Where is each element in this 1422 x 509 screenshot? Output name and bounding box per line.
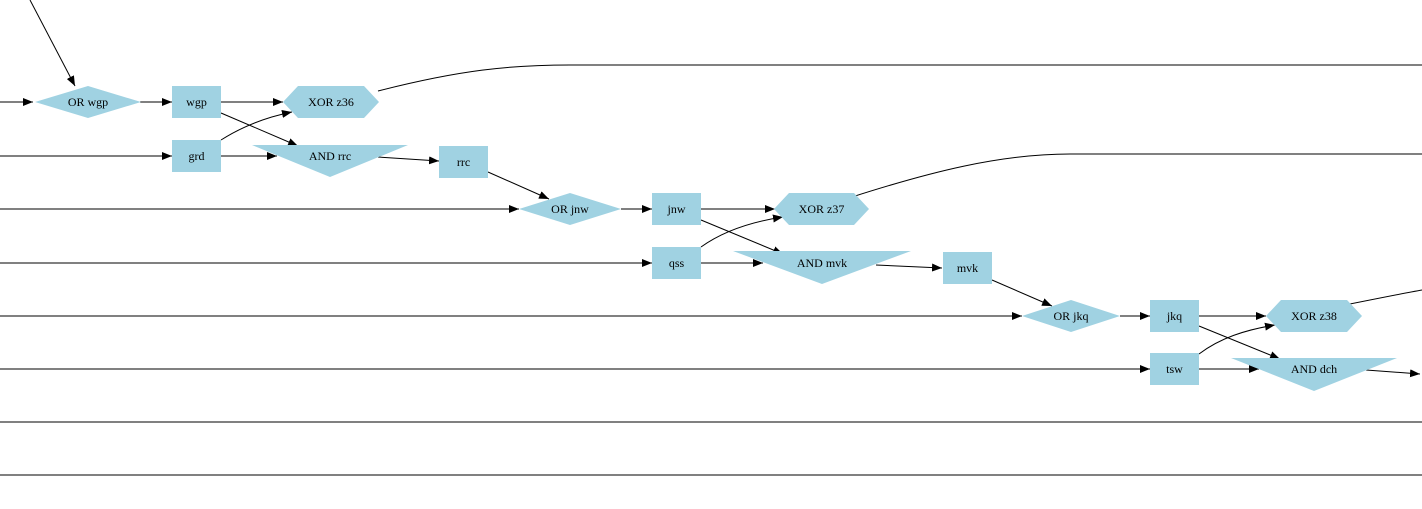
wire-qss[interactable]: qss (652, 247, 701, 279)
hexagon-shape (283, 86, 379, 118)
gate-label: AND mvk (797, 256, 847, 270)
edge-grd-xor-z36 (220, 110, 293, 141)
diamond-shape (35, 86, 141, 118)
gate-xor-z38[interactable]: XOR z38 (1266, 300, 1362, 332)
gate-label: XOR z37 (799, 202, 845, 216)
wire-label: grd (189, 149, 205, 163)
box-shape (172, 140, 221, 172)
inverted-triangle-shape (252, 145, 408, 177)
edge-layer (0, 0, 1422, 476)
wire-wgp[interactable]: wgp (172, 86, 221, 118)
gate-or-jkq[interactable]: OR jkq (1022, 300, 1120, 332)
wire-label: rrc (457, 155, 470, 169)
gate-and-dch[interactable]: AND dch (1231, 358, 1397, 391)
gate-label: XOR z38 (1291, 309, 1337, 323)
edge-jkq-and-dch (1198, 325, 1281, 360)
gate-xor-z37[interactable]: XOR z37 (774, 193, 869, 225)
edge-wgp-and-rrc (220, 112, 299, 147)
inverted-triangle-shape (733, 251, 911, 284)
inverted-triangle-shape (1231, 358, 1397, 391)
wire-label: jkq (1166, 309, 1182, 323)
edge-qss-xor-z37 (700, 214, 784, 248)
box-shape (652, 193, 701, 225)
wire-label: qss (669, 256, 685, 270)
edge-in-or-wgp-top (29, 0, 76, 87)
diamond-shape (1022, 300, 1120, 332)
wire-rrc[interactable]: rrc (439, 146, 488, 178)
edge-xor-z38-out (1344, 289, 1422, 306)
gate-or-jnw[interactable]: OR jnw (519, 193, 621, 225)
gate-or-wgp[interactable]: OR wgp (35, 86, 141, 118)
box-shape (943, 252, 992, 284)
wire-grd[interactable]: grd (172, 140, 221, 172)
box-shape (1150, 353, 1199, 385)
edge-rrc-or-jnw (487, 171, 550, 200)
wire-tsw[interactable]: tsw (1150, 353, 1199, 385)
edge-xor-z37-out (851, 153, 1422, 198)
hexagon-shape (1266, 300, 1362, 332)
wire-jnw[interactable]: jnw (652, 193, 701, 225)
edge-tsw-xor-z38 (1198, 322, 1276, 355)
box-shape (439, 146, 488, 178)
gate-label: OR wgp (68, 95, 108, 109)
wire-label: mvk (957, 261, 978, 275)
box-shape (652, 247, 701, 279)
edge-xor-z36-out (377, 64, 1422, 92)
gate-label: OR jkq (1053, 309, 1088, 323)
edge-jnw-and-mvk (700, 219, 784, 255)
gate-label: XOR z36 (308, 95, 354, 109)
wire-jkq[interactable]: jkq (1150, 300, 1199, 332)
wire-label: wgp (186, 95, 207, 109)
box-shape (1150, 300, 1199, 332)
gate-and-mvk[interactable]: AND mvk (733, 251, 911, 284)
gate-xor-z36[interactable]: XOR z36 (283, 86, 379, 118)
node-layer: OR wgp wgp XOR z36 grd AND rrc rrc (35, 86, 1397, 391)
edge-and-mvk-mvk (875, 263, 943, 272)
hexagon-shape (774, 193, 869, 225)
wire-label: tsw (1166, 362, 1183, 376)
gate-label: AND dch (1291, 362, 1337, 376)
gate-label: AND rrc (309, 149, 351, 163)
wire-label: jnw (667, 202, 686, 216)
wire-mvk[interactable]: mvk (943, 252, 992, 284)
edge-mvk-or-jkq (991, 279, 1053, 307)
gate-and-rrc[interactable]: AND rrc (252, 145, 408, 177)
gate-label: OR jnw (551, 202, 589, 216)
edge-and-dch-out (1365, 369, 1421, 378)
diamond-shape (519, 193, 621, 225)
box-shape (172, 86, 221, 118)
edge-and-rrc-rrc (377, 156, 440, 165)
